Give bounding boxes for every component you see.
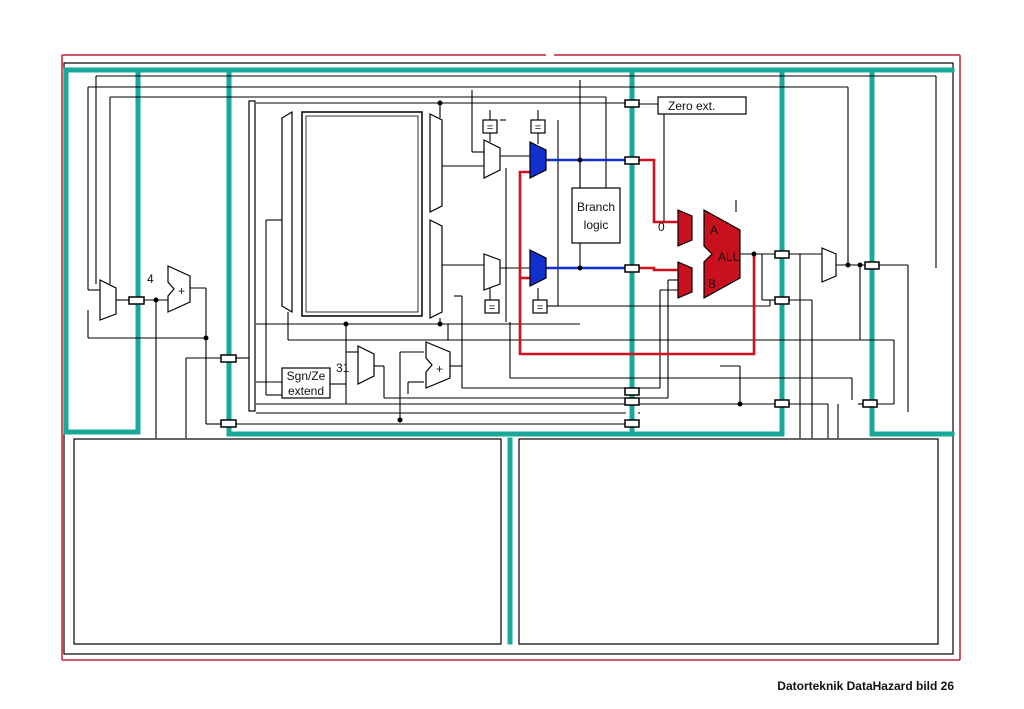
zero-ext-box xyxy=(657,96,747,115)
outer-frame xyxy=(61,54,961,661)
branch-adder xyxy=(425,341,451,389)
branch-logic-label-2: logic xyxy=(584,218,609,232)
register-file xyxy=(248,100,443,412)
forwarding-paths-red xyxy=(518,158,756,356)
pc-adder xyxy=(167,265,191,313)
junctions xyxy=(153,100,863,423)
regsrc-mux-bot xyxy=(483,253,501,291)
comparator-eq-4: = xyxy=(537,302,543,314)
alu-label: ALU xyxy=(718,250,741,264)
red-muxes xyxy=(677,209,693,299)
comparator-eq-2: = xyxy=(535,122,541,134)
slide-footer: Datorteknik DataHazard bild 26 xyxy=(777,679,954,693)
branch-adder-plus: + xyxy=(436,362,443,376)
adders xyxy=(167,265,451,389)
pipeline-registers xyxy=(128,99,880,428)
zero-ext-label: Zero ext. xyxy=(668,99,715,113)
dest-mux xyxy=(357,345,375,385)
branch-logic-label-1: Branch xyxy=(577,200,615,214)
alu xyxy=(703,208,741,300)
forwarding-paths-blue xyxy=(546,158,626,270)
bottom-right-panel xyxy=(518,438,939,645)
wb-mux xyxy=(821,247,837,283)
sign-extend-label-2: extend xyxy=(288,384,324,398)
regsrc-mux-top xyxy=(483,139,501,179)
branch-logic-box xyxy=(571,187,621,244)
const-31-label: 31 xyxy=(336,361,350,375)
pc-adder-plus: + xyxy=(178,284,185,298)
comparator-eq-3: = xyxy=(489,302,495,314)
wiring xyxy=(87,75,937,438)
bottom-left-panel xyxy=(73,438,502,645)
pc-mux xyxy=(99,279,117,321)
sign-extend-label-1: Sgn/Ze xyxy=(287,369,326,383)
const-four-label: 4 xyxy=(147,272,154,286)
comparator-eq-1: = xyxy=(487,122,493,134)
comparators xyxy=(482,119,548,314)
sign-extend-box xyxy=(281,367,331,399)
muxes xyxy=(99,139,837,385)
const-zero-label: 0 xyxy=(658,220,665,234)
alu-input-a-label: A xyxy=(710,223,718,237)
alu-input-b-label: B xyxy=(708,277,716,291)
blue-muxes xyxy=(529,141,547,287)
